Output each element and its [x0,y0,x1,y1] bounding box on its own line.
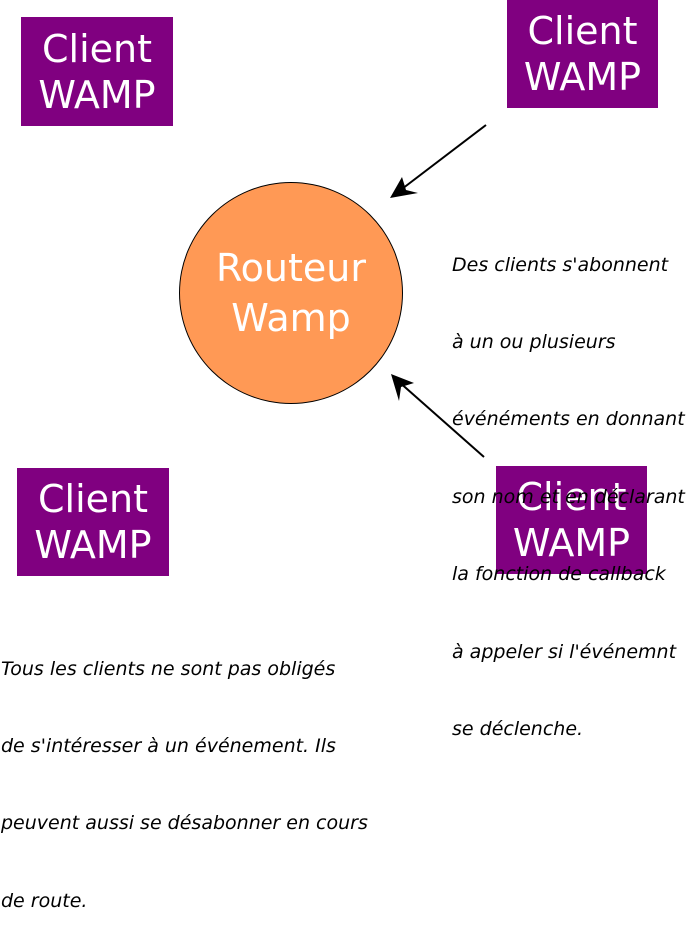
subscribe-note-line: se déclenche. [452,717,584,740]
subscribe-note-line: événéments en donnant [452,408,685,431]
client-label-line1: Client [37,477,148,521]
subscribe-note-line: à un ou plusieurs [452,330,616,353]
client-label-line1: Client [516,475,627,519]
router-label-line1: Routeur [215,246,366,290]
client-label-line2: WAMP [34,523,152,567]
arrows-layer [390,124,487,458]
arrow-top-right-to-router [390,124,487,198]
client-label-line2: WAMP [512,521,631,565]
client-wamp-box-top-left: Client WAMP [21,17,173,126]
router-label-line2: Wamp [231,296,351,340]
subscribe-note-line: Des clients s'abonnent [452,253,669,276]
client-label-line2: WAMP [523,55,642,99]
client-wamp-box-bottom-left: Client WAMP [17,468,169,576]
optional-note-line: de s'intéresser à un événement. Ils [1,734,336,757]
client-wamp-box-top-right: Client WAMP [507,0,658,108]
arrow-bottom-right-to-router [391,374,485,458]
subscribe-note: Des clients s'abonnent à un ou plusieurs… [452,201,685,769]
subscribe-note-line: son nom et en déclarant [452,485,685,508]
client-label-line2: WAMP [38,72,156,117]
optional-interest-note: Tous les clients ne sont pas obligés de … [1,605,368,940]
client-label-line1: Client [41,26,152,71]
optional-note-line: peuvent aussi se désabonner en cours [1,812,368,835]
optional-note-line: Tous les clients ne sont pas obligés [1,657,336,680]
subscribe-note-line: la fonction de callback [452,563,666,586]
subscribe-note-line: à appeler si l'événemnt [452,640,677,663]
optional-note-line: de route. [1,889,88,912]
client-label-line1: Client [527,9,638,53]
router-wamp-circle: Routeur Wamp [179,182,403,404]
client-wamp-box-bottom-right: Client WAMP [496,466,647,574]
